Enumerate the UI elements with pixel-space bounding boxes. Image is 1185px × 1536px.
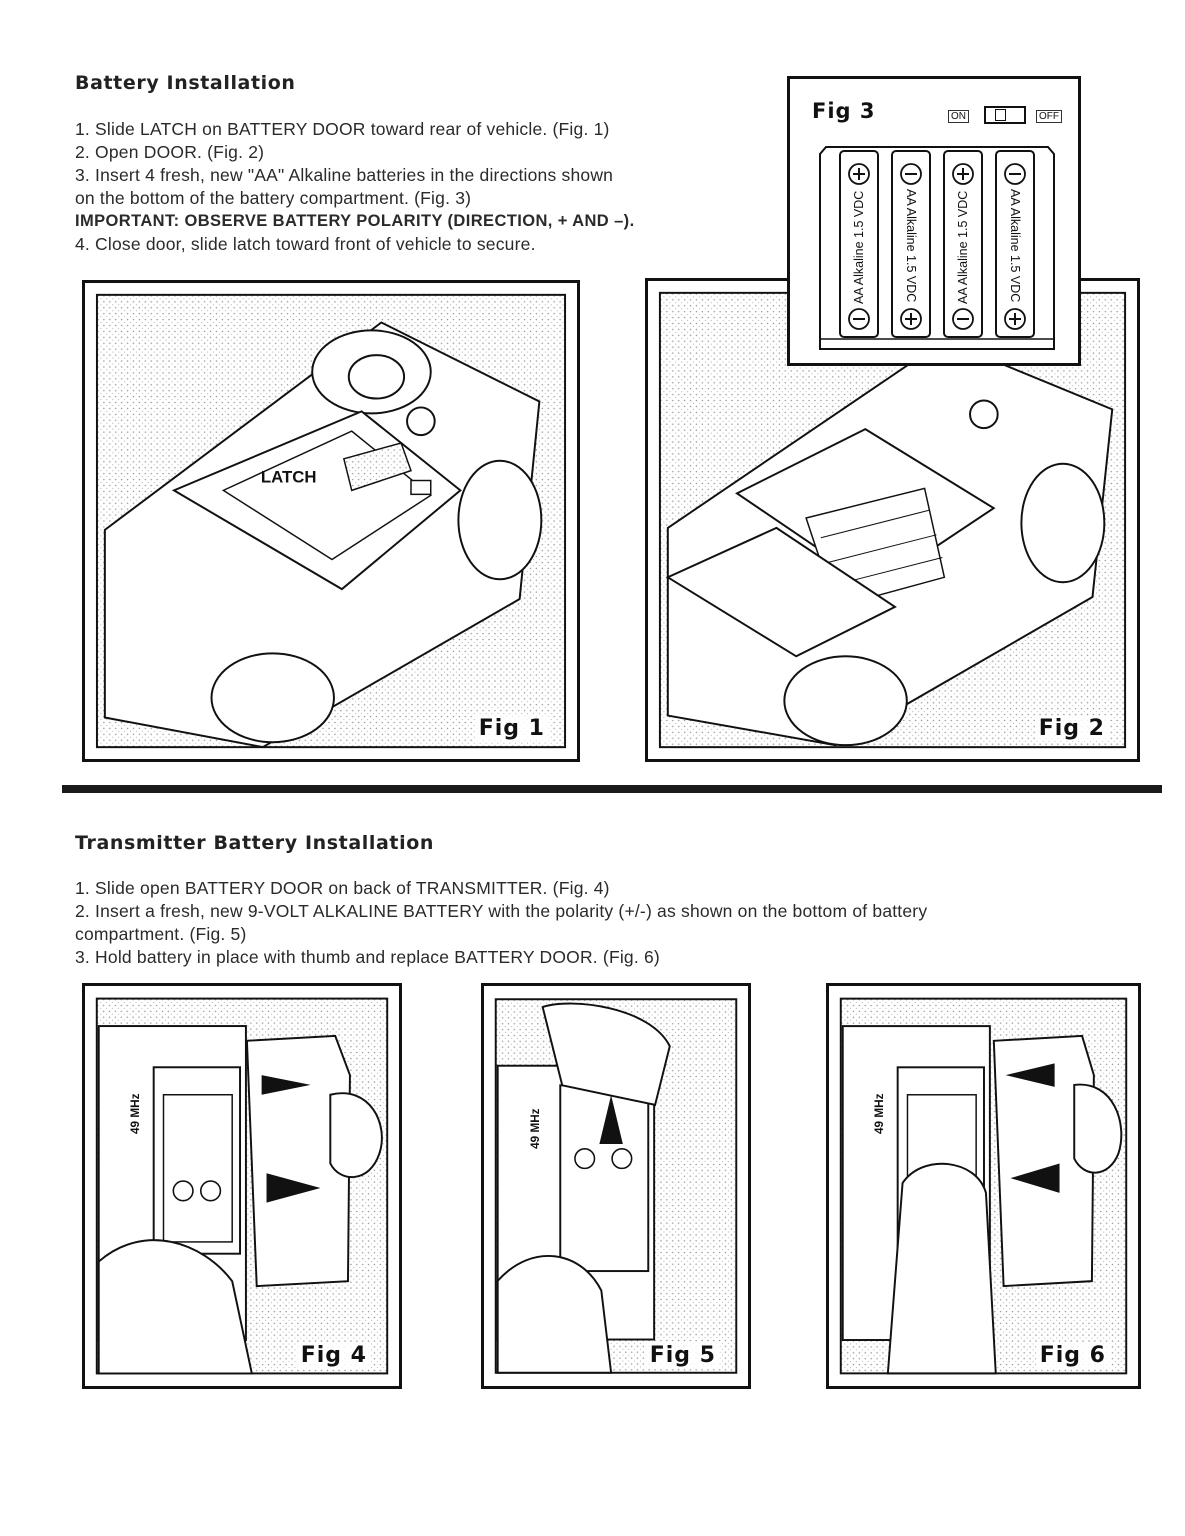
- fig-2-label: Fig 2: [1034, 716, 1109, 741]
- fig-6-label: Fig 6: [1035, 1343, 1110, 1368]
- fig-3-label: Fig 3: [812, 99, 876, 123]
- aa-battery-2: AA Alkaline 1.5 VDC: [891, 150, 931, 338]
- svg-text:AA Alkaline 1.5 VDC: AA Alkaline 1.5 VDC: [1008, 189, 1022, 302]
- fig-5-label: Fig 5: [645, 1343, 720, 1368]
- vehicle-open-compartment-illustration: [658, 291, 1127, 749]
- fig-2-panel: Fig 2: [645, 278, 1140, 762]
- step-2: 2. Insert a fresh, new 9-VOLT ALKALINE B…: [75, 901, 928, 921]
- step-1: 1. Slide open BATTERY DOOR on back of TR…: [75, 878, 610, 898]
- aa-battery-3: AA Alkaline 1.5 VDC: [943, 150, 983, 338]
- svg-text:AA Alkaline 1.5 VDC: AA Alkaline 1.5 VDC: [956, 191, 970, 304]
- step-2: 2. Open DOOR. (Fig. 2): [75, 142, 265, 162]
- fig-1-label: Fig 1: [474, 716, 549, 741]
- svg-text:49 MHz: 49 MHz: [873, 1093, 886, 1134]
- latch-label: LATCH: [261, 467, 317, 486]
- transmitter-battery-installation-heading: Transmitter Battery Installation: [75, 832, 435, 854]
- svg-text:49 MHz: 49 MHz: [129, 1093, 142, 1134]
- step-2-continued: compartment. (Fig. 5): [75, 924, 247, 944]
- switch-on-label: ON: [948, 110, 969, 123]
- battery-installation-steps: 1. Slide LATCH on BATTERY DOOR toward re…: [75, 118, 635, 256]
- svg-text:AA Alkaline 1.5 VDC: AA Alkaline 1.5 VDC: [904, 189, 918, 302]
- battery-compartment-diagram: AA Alkaline 1.5 VDC AA Alkaline 1.5 VDC …: [819, 146, 1055, 350]
- step-3-continued: on the bottom of the battery compartment…: [75, 188, 472, 208]
- battery-installation-heading: Battery Installation: [75, 72, 296, 94]
- polarity-warning: IMPORTANT: OBSERVE BATTERY POLARITY (DIR…: [75, 212, 635, 230]
- svg-text:AA Alkaline 1.5 VDC: AA Alkaline 1.5 VDC: [852, 191, 866, 304]
- step-3: 3. Hold battery in place with thumb and …: [75, 947, 660, 967]
- power-switch-icon: [984, 106, 1026, 124]
- transmitter-door-open-illustration: 49 MHz: [95, 997, 389, 1375]
- fig-3-panel: Fig 3 ON OFF AA Alkaline 1.5 VDC AA Alka…: [787, 76, 1081, 366]
- transmitter-battery-steps: 1. Slide open BATTERY DOOR on back of TR…: [75, 877, 927, 969]
- fig-1-panel: LATCH Fig 1: [82, 280, 580, 762]
- aa-battery-1: AA Alkaline 1.5 VDC: [839, 150, 879, 338]
- step-3: 3. Insert 4 fresh, new "AA" Alkaline bat…: [75, 165, 614, 185]
- switch-off-label: OFF: [1036, 110, 1062, 123]
- section-divider: [62, 785, 1162, 793]
- nine-volt-battery-insert-illustration: 49 MHz: [494, 998, 738, 1374]
- vehicle-bottom-latch-illustration: LATCH: [95, 293, 567, 749]
- step-4: 4. Close door, slide latch toward front …: [75, 234, 536, 254]
- step-1: 1. Slide LATCH on BATTERY DOOR toward re…: [75, 119, 610, 139]
- fig-6-panel: 49 MHz Fig 6: [826, 983, 1141, 1389]
- fig-4-label: Fig 4: [296, 1343, 371, 1368]
- fig-4-panel: 49 MHz Fig 4: [82, 983, 402, 1389]
- svg-text:49 MHz: 49 MHz: [529, 1108, 542, 1149]
- transmitter-door-replace-illustration: 49 MHz: [839, 997, 1128, 1375]
- fig-5-panel: 49 MHz Fig 5: [481, 983, 751, 1389]
- aa-battery-4: AA Alkaline 1.5 VDC: [995, 150, 1035, 338]
